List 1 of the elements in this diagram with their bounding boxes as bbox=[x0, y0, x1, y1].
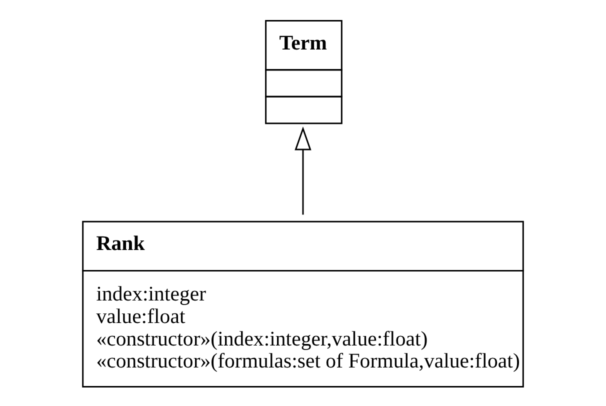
arrow bbox=[294, 126, 312, 215]
